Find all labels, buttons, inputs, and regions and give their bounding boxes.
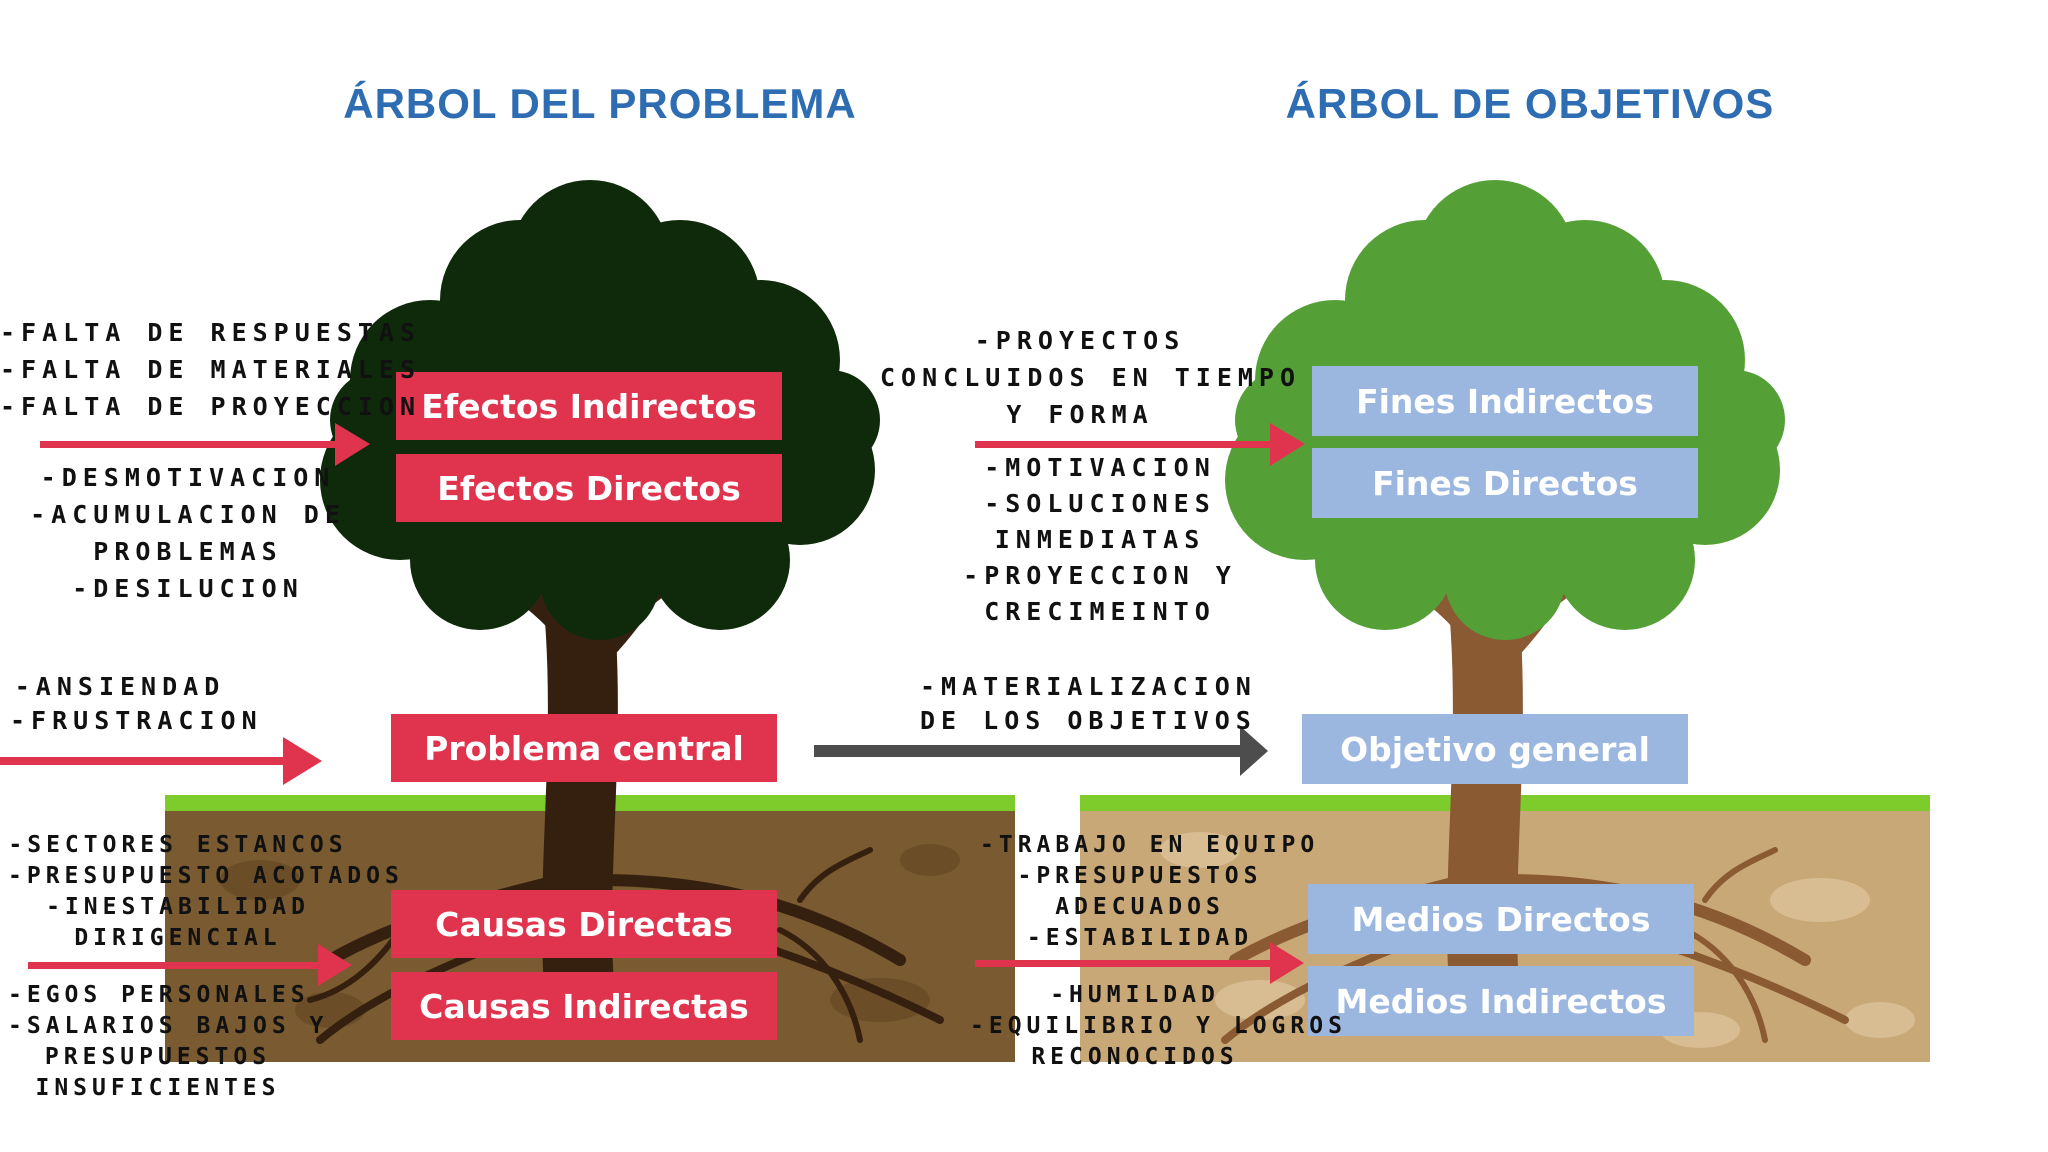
note-problema-central: -ANSIENDAD -FRUSTRACION (10, 670, 230, 738)
note-causas-indirectas: -EGOS PERSONALES -SALARIOS BAJOS Y PRESU… (8, 980, 308, 1104)
arrow-problema (0, 737, 322, 785)
note-line: DE LOS OBJETIVOS (920, 704, 1220, 738)
box-efectos-directos: Efectos Directos (396, 454, 782, 522)
box-objetivo-general: Objetivo general (1302, 714, 1688, 784)
note-line: -FALTA DE PROYECCION (0, 388, 360, 425)
note-line: RECONOCIDOS (970, 1042, 1300, 1073)
note-line: INMEDIATAS (960, 522, 1240, 558)
note-medios-directos: -TRABAJO EN EQUIPO -PRESUPUESTOS ADECUAD… (980, 830, 1300, 954)
note-line: -FALTA DE MATERIALES (0, 351, 360, 388)
box-fines-directos: Fines Directos (1312, 448, 1698, 518)
note-line: -PRESUPUESTOS (980, 861, 1300, 892)
box-medios-indirectos: Medios Indirectos (1308, 966, 1694, 1036)
note-line: -HUMILDAD (970, 980, 1300, 1011)
note-line: Y FORMA (880, 396, 1280, 433)
note-efectos-indirectos: -FALTA DE RESPUESTAS -FALTA DE MATERIALE… (0, 314, 360, 425)
note-line: -SALARIOS BAJOS Y (8, 1011, 308, 1042)
note-fines-indirectos: -PROYECTOS CONCLUIDOS EN TIEMPO Y FORMA (880, 322, 1280, 433)
box-efectos-indirectos: Efectos Indirectos (396, 372, 782, 440)
note-line: -DESILUCION (28, 570, 348, 607)
note-line: -SOLUCIONES (960, 486, 1240, 522)
note-conector: -MATERIALIZACION DE LOS OBJETIVOS (920, 670, 1220, 738)
note-line: -ACUMULACION DE (28, 496, 348, 533)
note-medios-indirectos: -HUMILDAD -EQUILIBRIO Y LOGROS RECONOCID… (970, 980, 1300, 1073)
note-line: -FALTA DE RESPUESTAS (0, 314, 360, 351)
note-line: CONCLUIDOS EN TIEMPO (880, 359, 1280, 396)
box-problema-central: Problema central (391, 714, 777, 782)
note-line: CRECIMEINTO (960, 594, 1240, 630)
note-efectos-directos: -DESMOTIVACION -ACUMULACION DE PROBLEMAS… (28, 459, 348, 607)
note-line: -INESTABILIDAD (8, 892, 348, 923)
note-line: -PRESUPUESTO ACOTADOS (8, 861, 348, 892)
note-line: -DESMOTIVACION (28, 459, 348, 496)
box-causas-indirectas: Causas Indirectas (391, 972, 777, 1040)
note-line: -PROYECTOS (880, 322, 1280, 359)
note-fines-directos: -MOTIVACION -SOLUCIONES INMEDIATAS -PROY… (960, 450, 1240, 630)
note-line: PRESUPUESTOS (8, 1042, 308, 1073)
note-line: -ANSIENDAD (10, 670, 230, 704)
note-line: -EGOS PERSONALES (8, 980, 308, 1011)
note-line: -FRUSTRACION (10, 704, 230, 738)
box-causas-directas: Causas Directas (391, 890, 777, 958)
note-causas-directas: -SECTORES ESTANCOS -PRESUPUESTO ACOTADOS… (8, 830, 348, 954)
note-line: -EQUILIBRIO Y LOGROS (970, 1011, 1300, 1042)
title-arbol-objetivos: ÁRBOL DE OBJETIVOS (1230, 80, 1830, 130)
note-line: -MATERIALIZACION (920, 670, 1220, 704)
note-line: DIRIGENCIAL (8, 923, 348, 954)
note-line: PROBLEMAS (28, 533, 348, 570)
note-line: ADECUADOS (980, 892, 1300, 923)
note-line: -TRABAJO EN EQUIPO (980, 830, 1300, 861)
note-line: -ESTABILIDAD (980, 923, 1300, 954)
title-arbol-problema: ÁRBOL DEL PROBLEMA (300, 80, 900, 130)
note-line: INSUFICIENTES (8, 1073, 308, 1104)
note-line: -SECTORES ESTANCOS (8, 830, 348, 861)
note-line: -PROYECCION Y (960, 558, 1240, 594)
note-line: -MOTIVACION (960, 450, 1240, 486)
box-medios-directos: Medios Directos (1308, 884, 1694, 954)
box-fines-indirectos: Fines Indirectos (1312, 366, 1698, 436)
